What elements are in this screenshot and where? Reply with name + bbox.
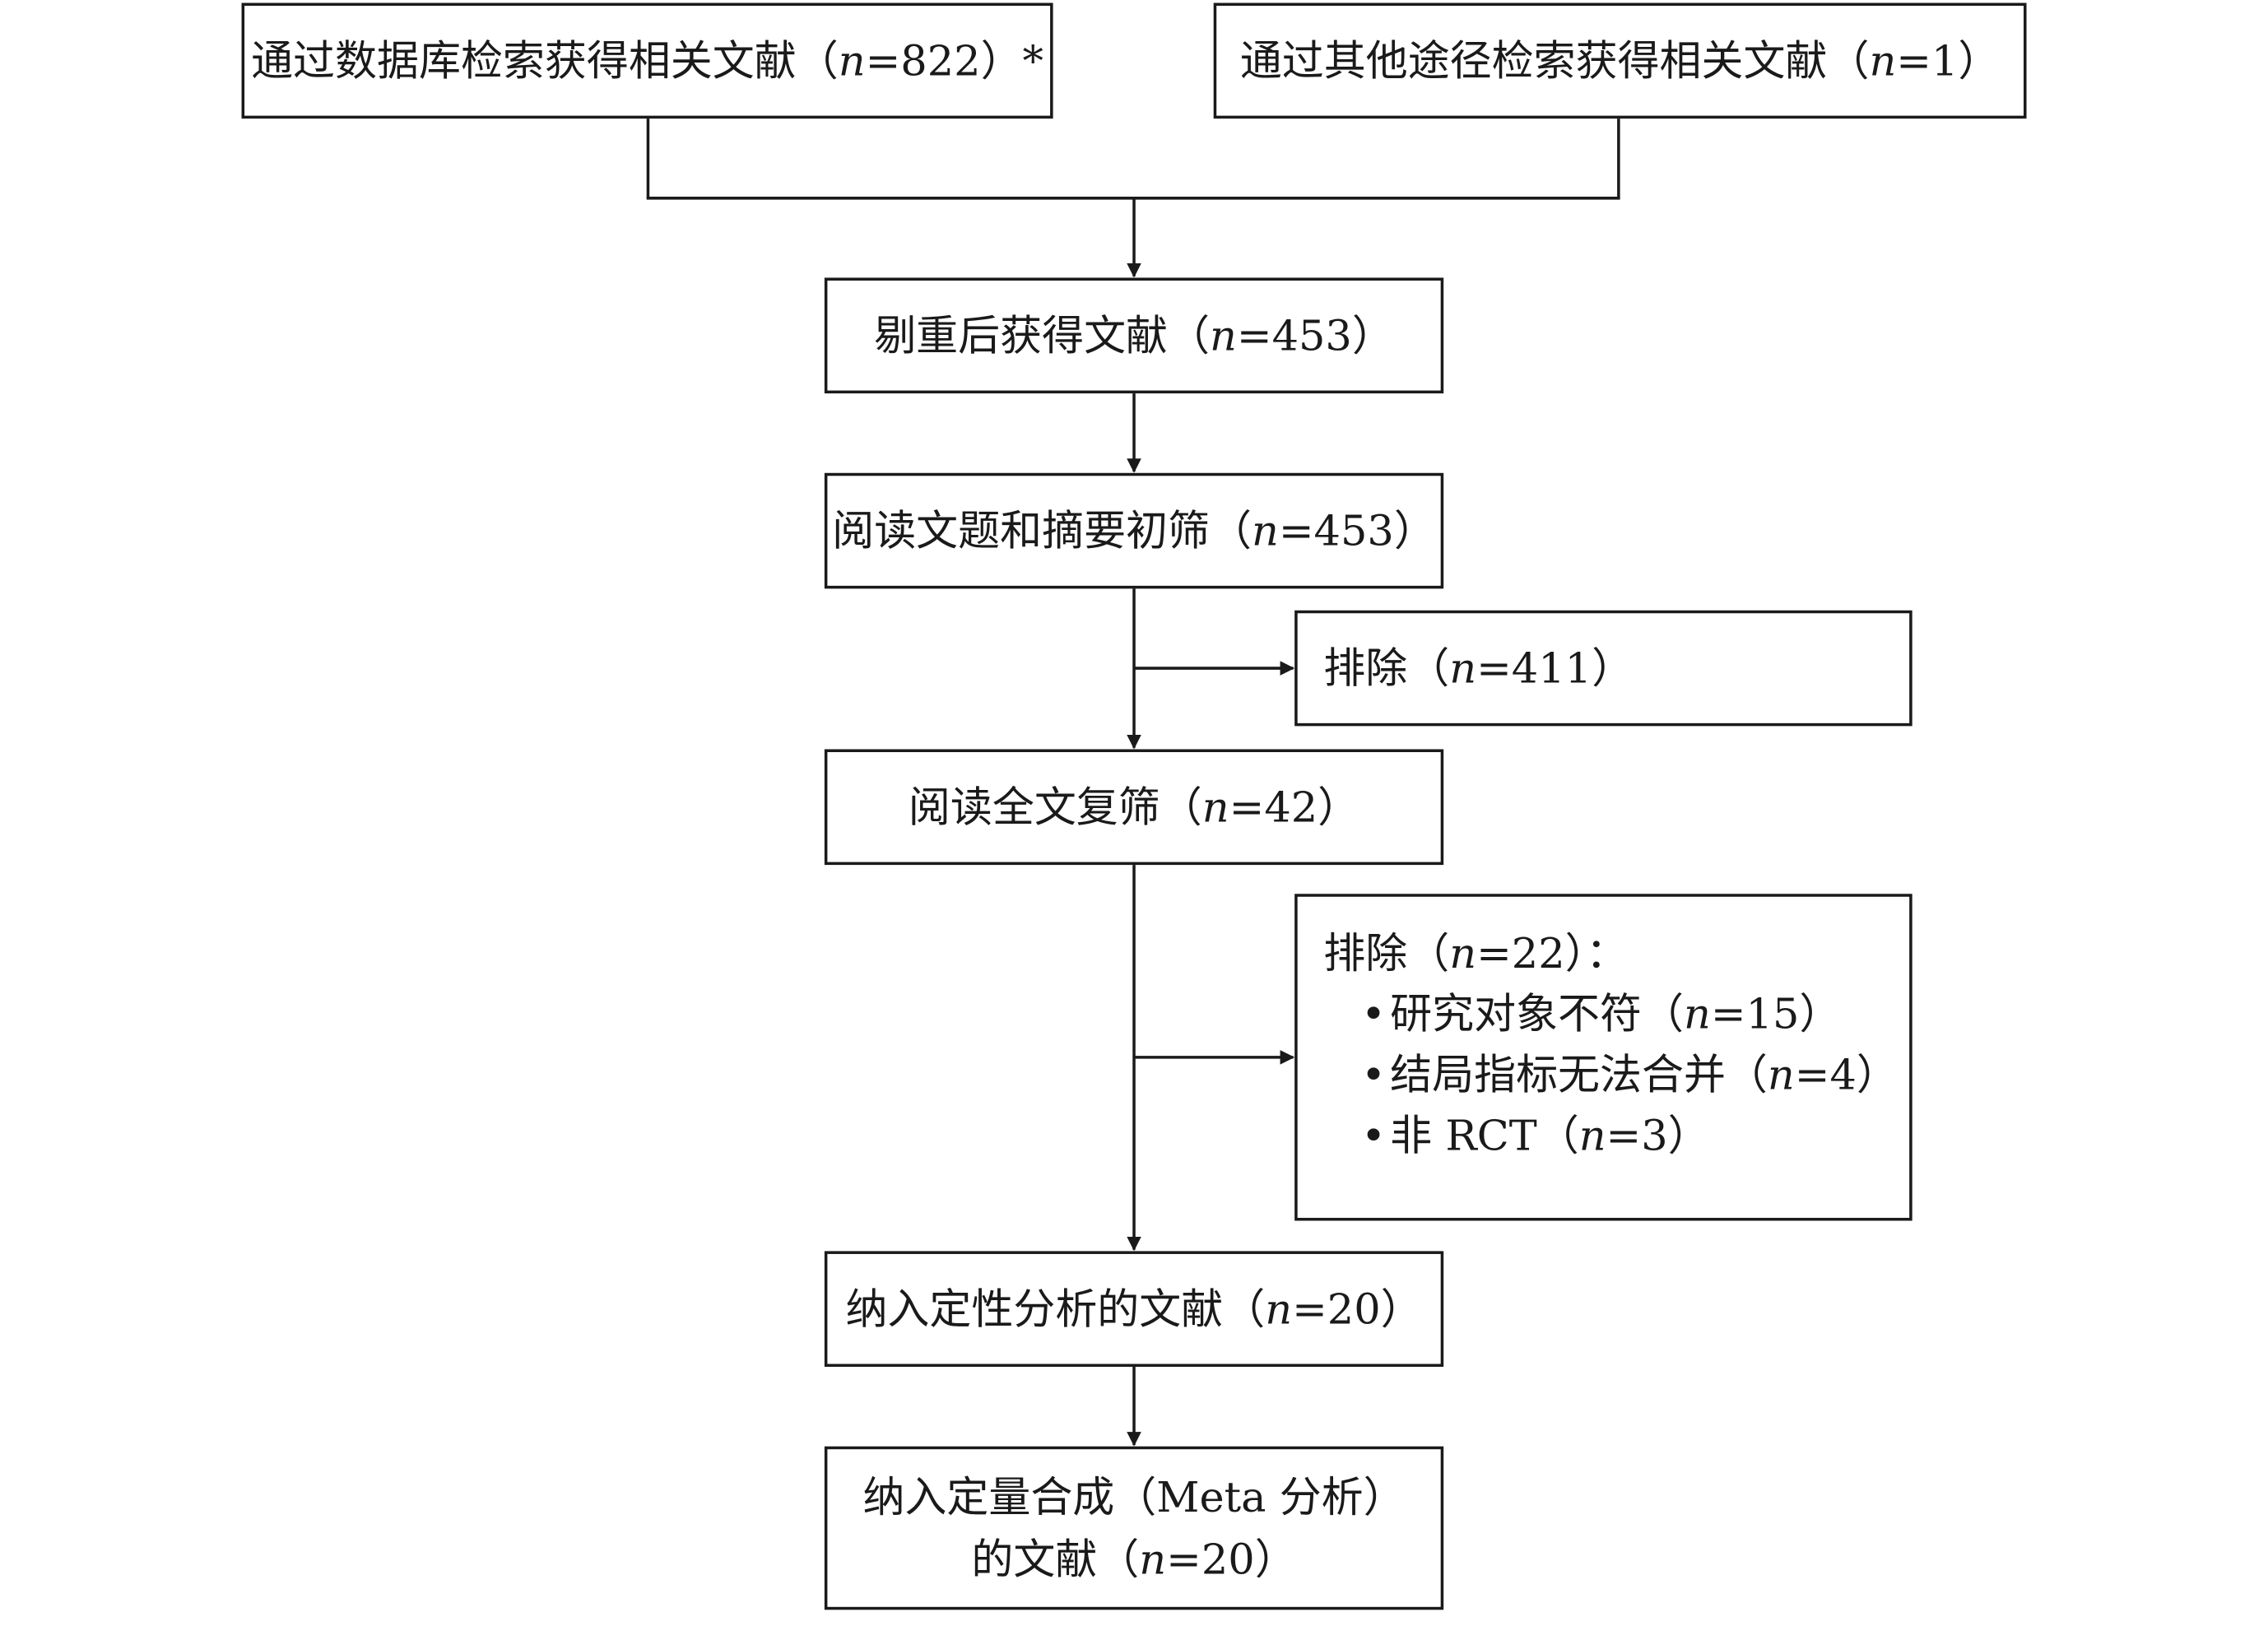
bullet-icon: •: [1360, 1111, 1387, 1160]
other-search-text: 通过其他途径检索获得相关文献（n=1）: [1239, 35, 2001, 86]
exclude-reason-item: •非 RCT（n=3）: [1323, 1105, 1909, 1166]
exclude-2-heading: 排除（n=22）：: [1323, 928, 1629, 978]
other-search-box: 通过其他途径检索获得相关文献（n=1）: [1213, 2, 2027, 119]
bullet-icon: •: [1360, 989, 1387, 1039]
qualitative-text: 纳入定性分析的文献（n=20）: [845, 1284, 1423, 1334]
title-abstract-box: 阅读文题和摘要初筛（n=453）: [824, 472, 1444, 589]
exclude-2-box: 排除（n=22）： •研究对象不符（n=15） •结局指标无法合并（n=4） •…: [1294, 894, 1912, 1221]
qualitative-box: 纳入定性分析的文献（n=20）: [824, 1251, 1444, 1368]
fulltext-box: 阅读全文复筛（n=42）: [824, 749, 1444, 866]
db-search-text: 通过数据库检索获得相关文献（n=822）*: [251, 35, 1044, 86]
dedup-text: 剔重后获得文献（n=453）: [874, 310, 1394, 360]
db-search-box: 通过数据库检索获得相关文献（n=822）*: [241, 2, 1053, 119]
exclude-1-text: 排除（n=411）: [1323, 643, 1634, 693]
exclude-1-box: 排除（n=411）: [1294, 610, 1912, 727]
dedup-box: 剔重后获得文献（n=453）: [824, 277, 1444, 394]
title-abstract-text: 阅读文题和摘要初筛（n=453）: [832, 506, 1436, 555]
quantitative-line-1: 纳入定量合成（Meta 分析）: [862, 1473, 1406, 1522]
exclude-reason-item: •研究对象不符（n=15）: [1323, 983, 1909, 1044]
quantitative-line-2: 的文献（n=20）: [971, 1534, 1297, 1583]
fulltext-text: 阅读全文复筛（n=42）: [908, 782, 1360, 832]
quantitative-box: 纳入定量合成（Meta 分析） 的文献（n=20）: [824, 1446, 1444, 1610]
bullet-icon: •: [1360, 1050, 1387, 1100]
exclude-reason-item: •结局指标无法合并（n=4）: [1323, 1044, 1909, 1105]
